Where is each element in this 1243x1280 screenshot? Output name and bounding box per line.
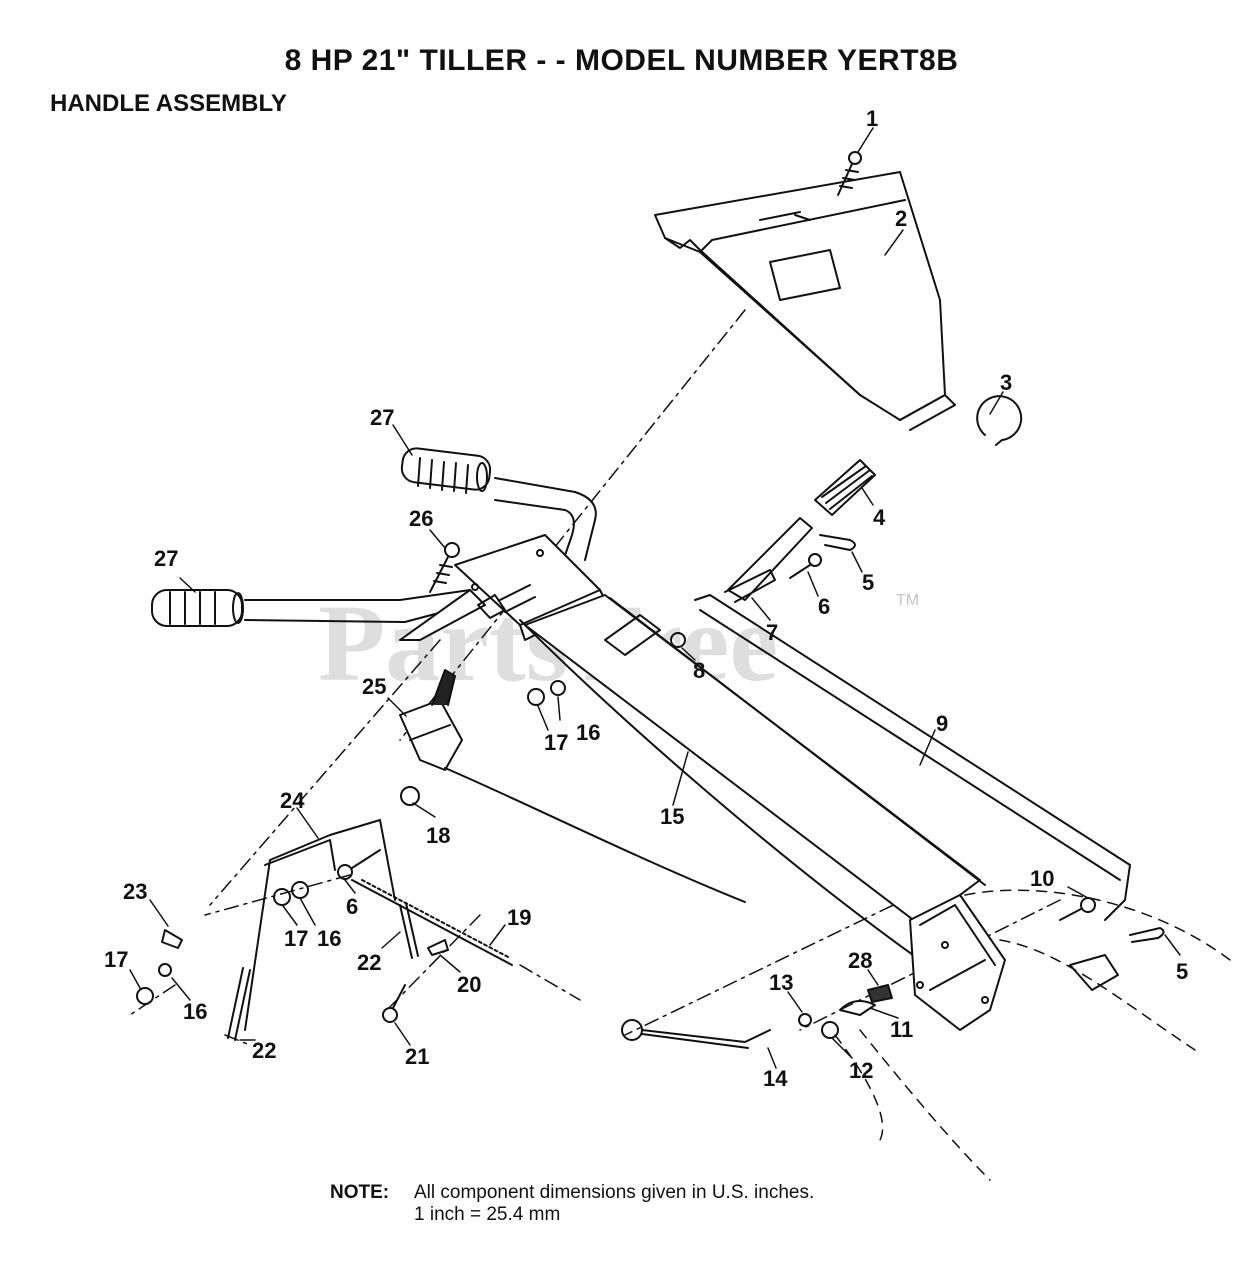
callout-3: 3 [1000, 370, 1012, 395]
upper-grip-icon [400, 447, 492, 494]
retaining-ring-icon [976, 395, 1023, 446]
callout-6b: 6 [346, 894, 358, 919]
section-title: HANDLE ASSEMBLY [50, 90, 287, 117]
callout-17b: 17 [284, 926, 308, 951]
callout-26: 26 [409, 506, 433, 531]
callout-25: 25 [362, 674, 386, 699]
bolt-icon [1059, 897, 1096, 921]
shift-knob-fragment [867, 984, 893, 1003]
clip-icon [427, 939, 449, 956]
control-cable [519, 619, 921, 961]
page-title: 8 HP 21" TILLER - - MODEL NUMBER YERT8B [284, 44, 959, 77]
callout-16a: 16 [576, 720, 600, 745]
tiller-body-outline [834, 889, 1231, 1181]
handle-bracket [399, 534, 606, 641]
nut-icon [670, 632, 686, 648]
callout-15: 15 [660, 804, 684, 829]
dimensions-note: NOTE: All component dimensions given in U… [330, 1182, 814, 1226]
washer-icon [798, 1013, 812, 1027]
cable-bracket [604, 614, 661, 656]
callout-6a: 6 [818, 594, 830, 619]
note-line-2: 1 inch = 25.4 mm [414, 1204, 561, 1225]
callout-23: 23 [123, 879, 147, 904]
handle-mount-plate [909, 894, 1006, 1031]
main-handle-tube [524, 594, 986, 926]
callout-20: 20 [457, 972, 481, 997]
hairpin-clip-icon [1129, 927, 1165, 943]
washer-icon [158, 963, 172, 977]
callout-1: 1 [866, 106, 878, 131]
upper-handle-tube [494, 477, 597, 571]
callout-9: 9 [936, 711, 948, 736]
note-label: NOTE: [330, 1182, 390, 1203]
callout-16c: 16 [183, 999, 207, 1024]
bolt-icon [382, 984, 406, 1023]
callout-19: 19 [507, 905, 531, 930]
pin-icon [399, 902, 419, 959]
callout-14: 14 [763, 1066, 788, 1091]
nut-icon [400, 786, 420, 806]
washer-icon [550, 680, 566, 696]
clutch-lever [724, 517, 813, 603]
callout-27a: 27 [370, 405, 394, 430]
shift-lever [621, 1019, 771, 1049]
watermark-tm: TM [896, 592, 919, 609]
lever-grip-icon [814, 459, 876, 516]
bolt-icon [429, 542, 460, 593]
control-rod [694, 594, 1131, 921]
callout-22b: 22 [252, 1038, 276, 1063]
callout-22a: 22 [357, 950, 381, 975]
callout-16b: 16 [317, 926, 341, 951]
callout-10: 10 [1030, 866, 1054, 891]
lower-grip-icon [151, 589, 244, 627]
spring-icon [227, 967, 251, 1041]
note-line-1: All component dimensions given in U.S. i… [414, 1182, 815, 1203]
throttle-cable [444, 767, 746, 903]
callout-17a: 17 [544, 730, 568, 755]
callout-2: 2 [895, 206, 907, 231]
callout-4: 4 [873, 505, 886, 530]
nut-icon [821, 1021, 839, 1039]
rod-end-bracket [1069, 954, 1119, 991]
screw-icon [837, 151, 862, 196]
callout-28: 28 [848, 948, 872, 973]
callout-5a: 5 [862, 570, 874, 595]
callout-21: 21 [405, 1044, 429, 1069]
callout-17c: 17 [104, 947, 128, 972]
callout-12: 12 [849, 1058, 873, 1083]
hairpin-clip-icon [819, 534, 856, 551]
callout-8: 8 [693, 658, 705, 683]
spacer-icon [839, 1000, 876, 1016]
callout-24: 24 [280, 788, 305, 813]
spring-icon [351, 879, 513, 966]
control-rod-bracket [244, 819, 396, 1031]
nut-icon [527, 688, 545, 706]
callout-27b: 27 [154, 546, 178, 571]
callout-18: 18 [426, 823, 450, 848]
callout-11: 11 [890, 1017, 913, 1042]
alignment-lines [129, 309, 1061, 1046]
callout-numbers: 1 2 3 4 5 6 7 8 9 10 5 28 11 13 12 14 15… [104, 106, 1188, 1091]
callout-7: 7 [766, 620, 778, 645]
callout-5b: 5 [1176, 959, 1188, 984]
console-cover [654, 171, 956, 431]
throttle-bracket [399, 669, 463, 771]
clip-icon [161, 929, 183, 949]
nut-icon [136, 987, 154, 1005]
bolt-icon [337, 849, 381, 880]
nut-icon [273, 888, 291, 906]
callout-13: 13 [769, 970, 793, 995]
screw-icon [789, 553, 822, 579]
leader-lines [129, 127, 1181, 1069]
